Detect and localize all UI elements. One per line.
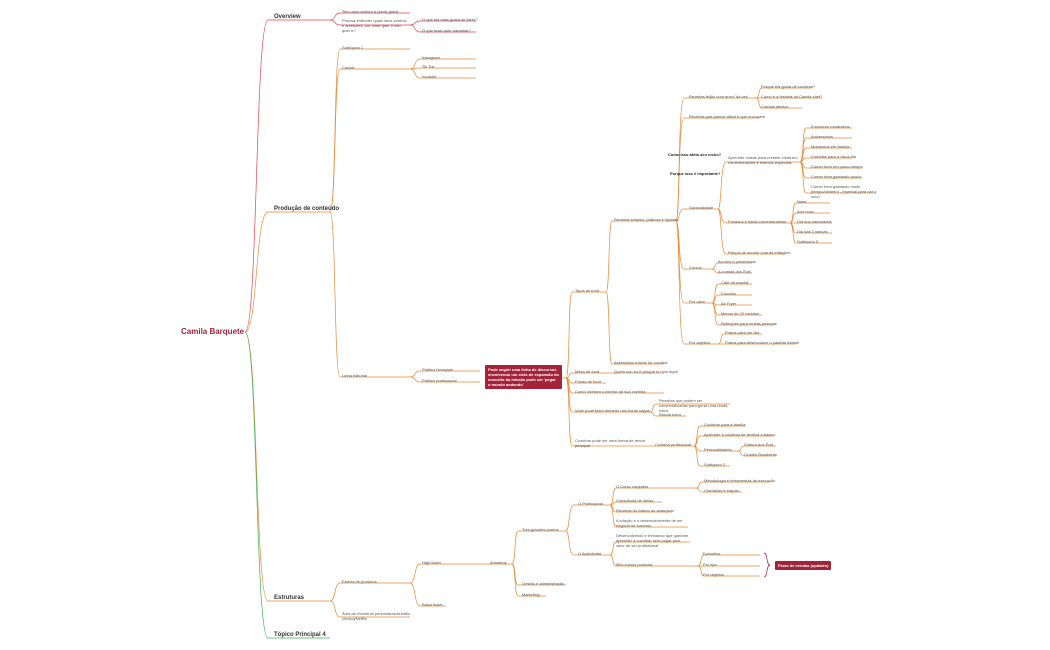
curso-completo[interactable]: O Curso completo [616, 484, 649, 489]
valor-item[interactable]: Café da manhã [721, 280, 749, 285]
saz-feriados[interactable]: Feriados e datas comemorativas [728, 219, 787, 224]
mini-item[interactable]: Episódios [703, 551, 721, 556]
saz-visita[interactable]: Aprender coisas para receber visita em c… [728, 155, 798, 165]
overview-item[interactable]: Tem uma cadeira a (sem) grade [342, 9, 399, 14]
por-objetivo[interactable]: Por objetivo [689, 340, 711, 345]
evento-item[interactable]: Comer bem gastando pouco [811, 174, 862, 179]
pers-item[interactable]: Cultura dos Ēuls [744, 442, 774, 447]
overview-subitem[interactable]: O que ela mais gosta de fazer? [422, 17, 478, 22]
canal-youtube[interactable]: Youtube [422, 74, 437, 79]
publico-profissional[interactable]: Público profissional [422, 378, 457, 383]
valor-item[interactable]: Air Fryer [721, 301, 737, 306]
canais-item[interactable]: Canais [342, 65, 355, 70]
prof-item[interactable]: Receitas do básico ao avançado [616, 508, 674, 513]
o-profissional[interactable]: O Profissional [578, 501, 603, 506]
feriado-item[interactable]: Natal [797, 199, 807, 204]
topico4-topic[interactable]: Tópico Principal 4 [274, 632, 326, 638]
cp-item[interactable]: Personalidades [704, 447, 732, 452]
evento-item[interactable]: Comer bem em pouco tempo [811, 164, 863, 169]
question-importante[interactable]: Porque isso é importante? [670, 171, 721, 176]
cp-item[interactable]: Cozinhar para a família [704, 422, 746, 427]
cozinhar-renda[interactable]: Cozinhar pode ser uma forma de renda pri… [575, 438, 645, 448]
cp-item[interactable]: Aprender a cozinhar de técnica a básico [704, 432, 776, 437]
subtopic-item[interactable]: Subtópico 1 [342, 45, 364, 50]
gestao[interactable]: Gestão e administração [522, 581, 565, 586]
dor-item[interactable]: Porque ela gosta de cozinhar? [761, 84, 816, 89]
pers-item[interactable]: Grades Brasileiras [744, 452, 777, 457]
saz-precos[interactable]: Preços de acordo com as estações [728, 250, 791, 255]
overview-item[interactable]: Precisa entender quais seus sonhos e amb… [342, 18, 407, 33]
producao-connectors [244, 48, 876, 467]
cursos-item[interactable]: A comida dos Ēuls [718, 269, 751, 274]
curso-item[interactable]: Metodologia e ferramentas de execução [704, 478, 776, 483]
marketing[interactable]: Marketing [522, 592, 540, 597]
feriado-item[interactable]: Subtópico 5 [797, 239, 819, 244]
curso-item[interactable]: Checklists e etapas [704, 488, 739, 493]
fundo-food[interactable]: Fundo de food [575, 379, 601, 384]
evento-item[interactable]: Aniversários [811, 134, 834, 139]
mini-cursos[interactable]: Mini cursos pontuais [616, 562, 653, 567]
receitas-simples[interactable]: Receitas simples, práticas e rápidas [614, 217, 679, 222]
estruturas-connectors [244, 331, 770, 618]
callout-bracket [763, 552, 771, 578]
area-membros[interactable]: Área de membros personalizada estilo côm… [342, 611, 411, 621]
prof-item[interactable]: Consultoria de ideias [616, 498, 654, 503]
overview-subitem[interactable]: O que mais quer trabalhar? [422, 28, 471, 33]
evento-item[interactable]: Encontros românticos [811, 124, 850, 129]
publico-desejado[interactable]: Público Desejado [422, 367, 454, 372]
o-autodidata[interactable]: O Autodidata [578, 551, 602, 556]
assessoria[interactable]: Assessória a fome de cozinha [614, 360, 668, 365]
producao-topic[interactable]: Produção de conteúdo [274, 206, 340, 212]
linha-editorial[interactable]: Linha editorial [342, 373, 367, 378]
mini-item[interactable]: Por objetivo [703, 572, 725, 577]
voce-item[interactable]: Receitas que podem ser comercializadas p… [659, 398, 728, 413]
central-topic[interactable]: Camila Barquete [181, 327, 245, 336]
prof-item[interactable]: A criação e o desenvolvimento de um negó… [616, 518, 683, 528]
cozinha-profissional[interactable]: Cozinha profissional [655, 442, 692, 447]
objetivo-item[interactable]: Pratos para um dia [725, 330, 759, 335]
objetivo-item[interactable]: Pratos para desenvolver o paladar infant… [725, 340, 799, 345]
receitas-dificeis[interactable]: Receitas que parece difícil e que envolv… [689, 114, 766, 119]
cursos[interactable]: Cursos [689, 265, 702, 270]
esteira-produtos[interactable]: Esteira de produtos [342, 579, 377, 584]
dor-item[interactable]: Como é a história da Camila chef? [761, 94, 823, 99]
topico4-connector [244, 331, 330, 639]
academy[interactable]: Academy [490, 560, 507, 565]
feriado-item[interactable]: Ano novo [797, 209, 814, 214]
como-viveram[interactable]: Como viveram o interior da sua cozinha [575, 389, 646, 394]
receitas-feijao[interactable]: Receitas feijão com arroz 'da vez' [689, 94, 749, 99]
valor-item[interactable]: Convidá [721, 291, 736, 296]
evento-item[interactable]: Comidas para o dia-a-dia [811, 154, 856, 159]
por-valor[interactable]: Por valor [689, 299, 706, 304]
baixo-ticket[interactable]: Baixo ticket [422, 602, 443, 607]
feriado-item[interactable]: Dia das Crianças [797, 229, 828, 234]
evento-item[interactable]: Comer bem gastando muito (tempo/dinheiro… [811, 184, 877, 199]
evento-item[interactable]: Momentos em família [811, 144, 850, 149]
canal-instagram[interactable]: Instagram [422, 55, 440, 60]
linha-callout[interactable]: Pode seguir uma linha de discursos envol… [485, 365, 562, 389]
valor-item[interactable]: Menos de 20 minutos [721, 311, 760, 316]
overview-connectors [244, 12, 476, 333]
cp-item[interactable]: Subtópico 3 [704, 462, 726, 467]
mini-item[interactable]: Por tipo [703, 562, 717, 567]
overview-topic[interactable]: Overview [274, 14, 301, 20]
cursos-item[interactable]: Ao vivo e presenciais [718, 259, 756, 264]
high-ticket[interactable]: High ticket [422, 560, 441, 565]
mesa-desc[interactable]: Quem sou eu e porque eu sou legal [614, 369, 678, 374]
mesa-food[interactable]: Mesa de food [575, 369, 600, 374]
question-nicho[interactable]: Como isso afeta seu nicho? [668, 152, 722, 157]
valor-item[interactable]: Refeições para muitas pessoas [721, 321, 777, 326]
fluxo-vendas-callout[interactable]: Fluxo de vendas (updates) [775, 561, 832, 570]
auto-desc[interactable]: Desenvolvendo e treinando que queiram ap… [616, 533, 689, 548]
feriado-item[interactable]: Dia dos namorados [797, 219, 832, 224]
tipos-food[interactable]: Tipos de food [575, 288, 600, 293]
dor-item[interactable]: Comida afetiva [761, 104, 788, 109]
canal-tiktok[interactable]: Tik Tok [422, 64, 435, 69]
voce-dinheiro[interactable]: Você pode fazer dinheiro nas horas vagas [575, 408, 650, 413]
voce-item[interactable]: Renda extra [659, 412, 681, 417]
sazonalidade[interactable]: Sazonalidade [689, 205, 714, 210]
tres-pontos[interactable]: Três grandes pontos [522, 527, 559, 532]
estruturas-topic[interactable]: Estruturas [274, 595, 305, 601]
